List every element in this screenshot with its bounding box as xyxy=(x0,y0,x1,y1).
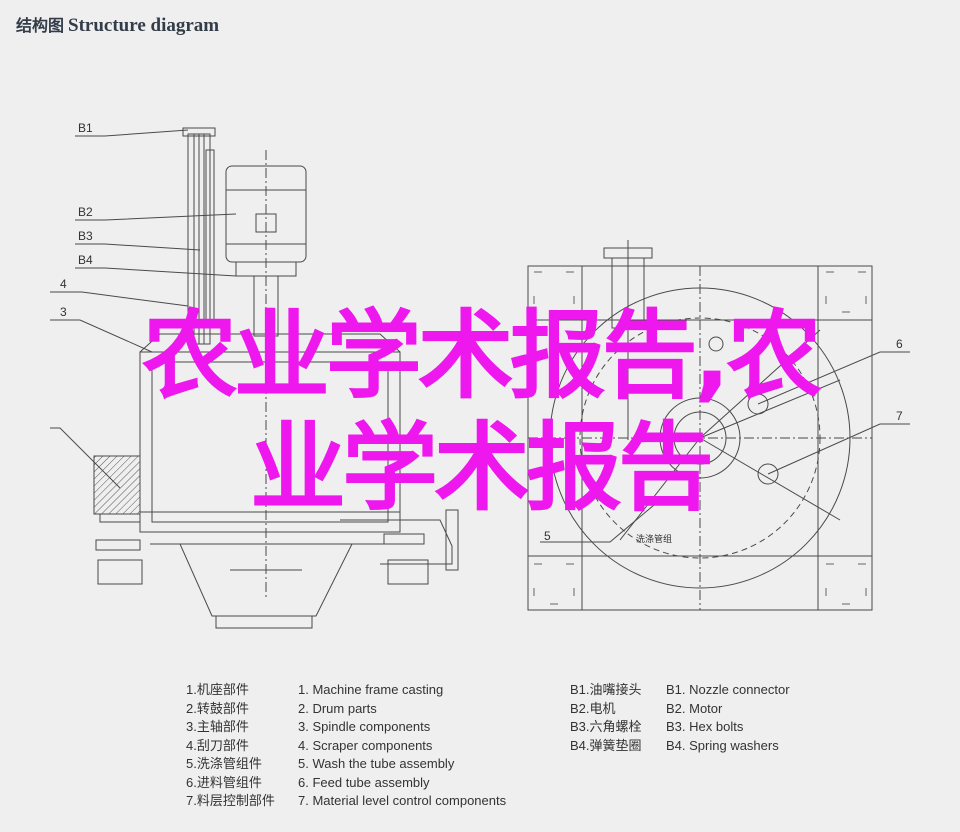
callout-4: 4 xyxy=(60,277,67,291)
legend-parts-cn: 1.机座部件 2.转鼓部件 3.主轴部件 4.刮刀部件 5.洗涤管组件 6.进料… xyxy=(186,681,275,811)
centrifuge-elevation xyxy=(93,127,459,629)
legend-b-en: B1. Nozzle connector B2. Motor B3. Hex b… xyxy=(666,681,790,755)
title-cn: 结构图 xyxy=(16,16,65,35)
legend-item: B3.六角螺栓 xyxy=(570,719,642,734)
plan-view xyxy=(527,240,873,611)
legend-item: B4.弹簧垫圈 xyxy=(570,737,642,753)
drum-casing xyxy=(139,351,401,533)
legend-item: 5.洗涤管组件 xyxy=(186,756,262,771)
callout-6: 6 xyxy=(896,337,903,351)
callout-b4: B4 xyxy=(78,253,93,267)
legend-item: 2.转鼓部件 xyxy=(186,700,249,716)
legend-item: 6. Feed tube assembly xyxy=(298,774,430,790)
legend-item: 7.料层控制部件 xyxy=(186,793,275,808)
legend-parts-en: 1. Machine frame casting 2. Drum parts 3… xyxy=(298,681,506,811)
callout-wash-small: 洗涤管组 xyxy=(636,533,672,545)
legend-b-cn: B1.油嘴接头 B2.电机 B3.六角螺栓 B4.弹簧垫圈 xyxy=(570,681,642,755)
callout-3: 3 xyxy=(60,305,67,319)
callout-leaders-left xyxy=(50,129,237,489)
legend-item: B1. Nozzle connector xyxy=(666,682,790,697)
legend-item: B4. Spring washers xyxy=(666,737,779,753)
legend-item: 7. Material level control components xyxy=(298,793,507,808)
legend-item: 3. Spindle components xyxy=(298,719,431,734)
legend-item: B2.电机 xyxy=(570,700,616,716)
legend-item: 1.机座部件 xyxy=(186,682,249,697)
legend-item: 4. Scraper components xyxy=(298,737,433,753)
legend-item: 6.进料管组件 xyxy=(186,774,262,790)
callout-leaders-right xyxy=(540,351,910,543)
legend-item: B3. Hex bolts xyxy=(666,719,744,734)
legend-item: 3.主轴部件 xyxy=(186,719,249,734)
legend-item: B2. Motor xyxy=(666,700,723,716)
callout-b2: B2 xyxy=(78,205,93,219)
callout-b3: B3 xyxy=(78,229,93,243)
callout-5: 5 xyxy=(544,529,551,543)
title-en: Structure diagram xyxy=(68,15,220,36)
callout-7: 7 xyxy=(896,409,903,423)
callout-b1: B1 xyxy=(78,121,93,135)
legend-item: 2. Drum parts xyxy=(298,700,377,716)
legend-item: 5. Wash the tube assembly xyxy=(298,756,455,771)
legend-item: 4.刮刀部件 xyxy=(186,737,249,753)
legend-item: B1.油嘴接头 xyxy=(570,682,642,697)
legend-item: 1. Machine frame casting xyxy=(298,682,444,697)
